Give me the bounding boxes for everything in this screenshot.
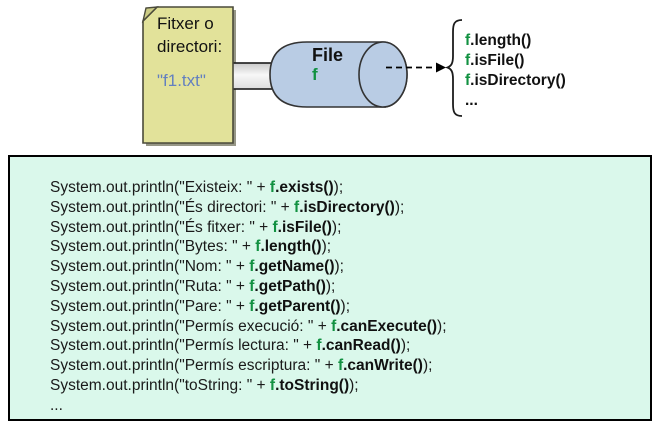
code-suffix: ); [321,238,332,256]
code-method: .getPath() [254,277,326,295]
arrowhead-icon [436,62,446,73]
code-suffix: ); [422,357,433,375]
code-prefix: System.out.println("És directori: " + [50,198,295,216]
code-line: System.out.println("Ruta: " + f.getPath(… [50,277,650,297]
code-suffix: ); [334,258,344,276]
code-line: ... [50,396,650,416]
code-line: System.out.println("Bytes: " + f.length(… [50,237,650,257]
code-method: .canRead() [321,337,401,355]
code-line: System.out.println("És directori: " + f.… [50,198,650,218]
method-item: f.isFile() [465,51,566,71]
code-variable: f [331,317,337,335]
code-method: .getParent() [254,297,341,315]
code-line: System.out.println("Pare: " + f.getParen… [50,297,650,317]
code-variable: f [316,337,322,355]
code-suffix: ); [394,198,405,216]
code-prefix: System.out.println("Bytes: " + [50,238,256,256]
brace-icon [444,19,463,117]
code-method: .isDirectory() [299,198,395,216]
connector-pipe [229,62,276,90]
code-prefix: System.out.println("Nom: " + [50,258,250,276]
code-line: System.out.println("toString: " + f.toSt… [50,376,650,396]
document-fold-icon [141,6,159,24]
code-suffix: ); [340,297,351,315]
cylinder-title: File [312,45,344,65]
code-method: .exists() [275,179,334,196]
code-variable: f [249,258,255,276]
code-suffix: ); [331,218,342,236]
code-suffix: ); [325,277,336,295]
code-variable: f [255,238,261,256]
code-variable: f [249,297,255,315]
code-prefix: System.out.println("Permís escriptura: "… [50,357,338,375]
code-suffix: ); [437,317,447,335]
method-item: f.length() [465,31,566,51]
code-method: .canWrite() [343,357,423,375]
code-line: System.out.println("Nom: " + f.getName()… [50,257,650,277]
code-variable: f [294,198,300,216]
method-variable: f [465,72,471,89]
code-suffix: ); [333,179,344,196]
method-variable: f [465,32,471,49]
method-ellipsis: ... [465,92,478,109]
code-variable: f [249,277,255,295]
method-name: .isFile() [470,52,525,69]
code-method: .length() [260,238,322,256]
method-item: f.isDirectory() [465,71,566,91]
code-method: .toString() [275,376,350,394]
code-line: System.out.println("Permís lectura: " + … [50,336,650,356]
code-variable: f [272,218,278,236]
file-diagram [141,6,463,146]
cylinder-variable: f [312,65,318,84]
document-label: Fitxer o directori: [157,14,223,56]
code-prefix: System.out.println("toString: " + [50,376,270,394]
code-line: System.out.println("Permís escriptura: "… [50,356,650,376]
code-method: .canExecute() [336,317,438,335]
document-filename: "f1.txt" [157,71,206,90]
code-prefix: System.out.println("Permís execució: " + [50,317,332,335]
code-prefix: System.out.println("Permís lectura: " + [50,337,317,355]
code-method: .getName() [254,258,335,276]
code-ellipsis: ... [50,396,63,414]
code-variable: f [269,376,276,394]
code-prefix: System.out.println("Pare: " + [50,297,250,315]
method-name: .isDirectory() [470,72,566,89]
code-line: System.out.println("Existeix: " + f.exis… [50,178,650,198]
code-box: System.out.println("Existeix: " + f.exis… [8,155,652,421]
code-suffix: ); [400,337,411,355]
code-variable: f [269,179,276,196]
code-method: .isFile() [277,218,332,236]
method-name: .length() [470,32,532,49]
methods-list: f.length()f.isFile()f.isDirectory()... [465,31,566,111]
code-prefix: System.out.println("És fitxer: " + [50,218,273,236]
method-item: ... [465,91,566,111]
cylinder-cap [358,41,408,108]
code-variable: f [337,357,344,375]
code-suffix: ); [349,376,359,394]
method-variable: f [465,52,471,69]
code-line: System.out.println("Permís execució: " +… [50,317,650,337]
code-line: System.out.println("És fitxer: " + f.isF… [50,218,650,238]
code-prefix: System.out.println("Ruta: " + [50,277,250,295]
code-prefix: System.out.println("Existeix: " + [50,179,270,196]
